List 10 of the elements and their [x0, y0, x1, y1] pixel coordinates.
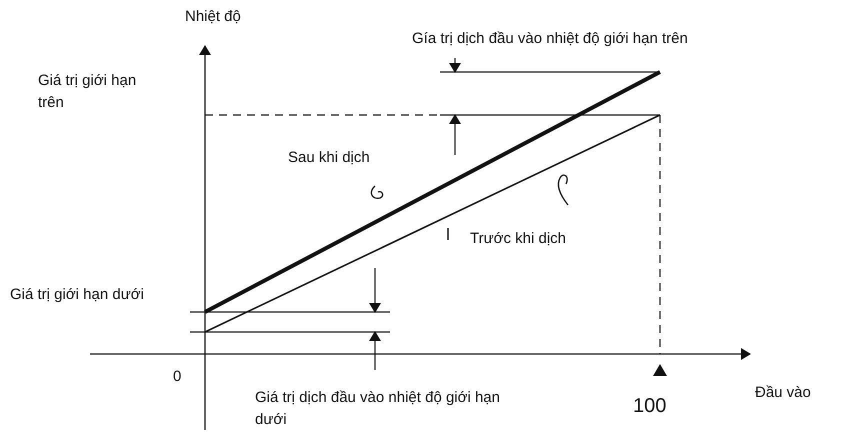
annotation-label: Gía trị dịch đầu vào nhiệt độ giới hạn trên [412, 29, 688, 49]
tick-label: 100 [633, 395, 666, 417]
axis-label: Nhiệt độ [185, 7, 241, 27]
tick-label: 0 [173, 367, 182, 387]
annotation-label: Sau khi dịch [288, 148, 370, 168]
annotation-label: Giá trị giới hạn dưới [10, 285, 144, 305]
axis-label: Đầu vào [755, 383, 811, 403]
annotation-label: Giá trị giới hạn trên [38, 71, 138, 113]
annotation-label: Giá trị dịch đầu vào nhiệt độ giới hạn dưới [255, 388, 501, 430]
annotation-label: Trước khi dịch [470, 229, 566, 249]
